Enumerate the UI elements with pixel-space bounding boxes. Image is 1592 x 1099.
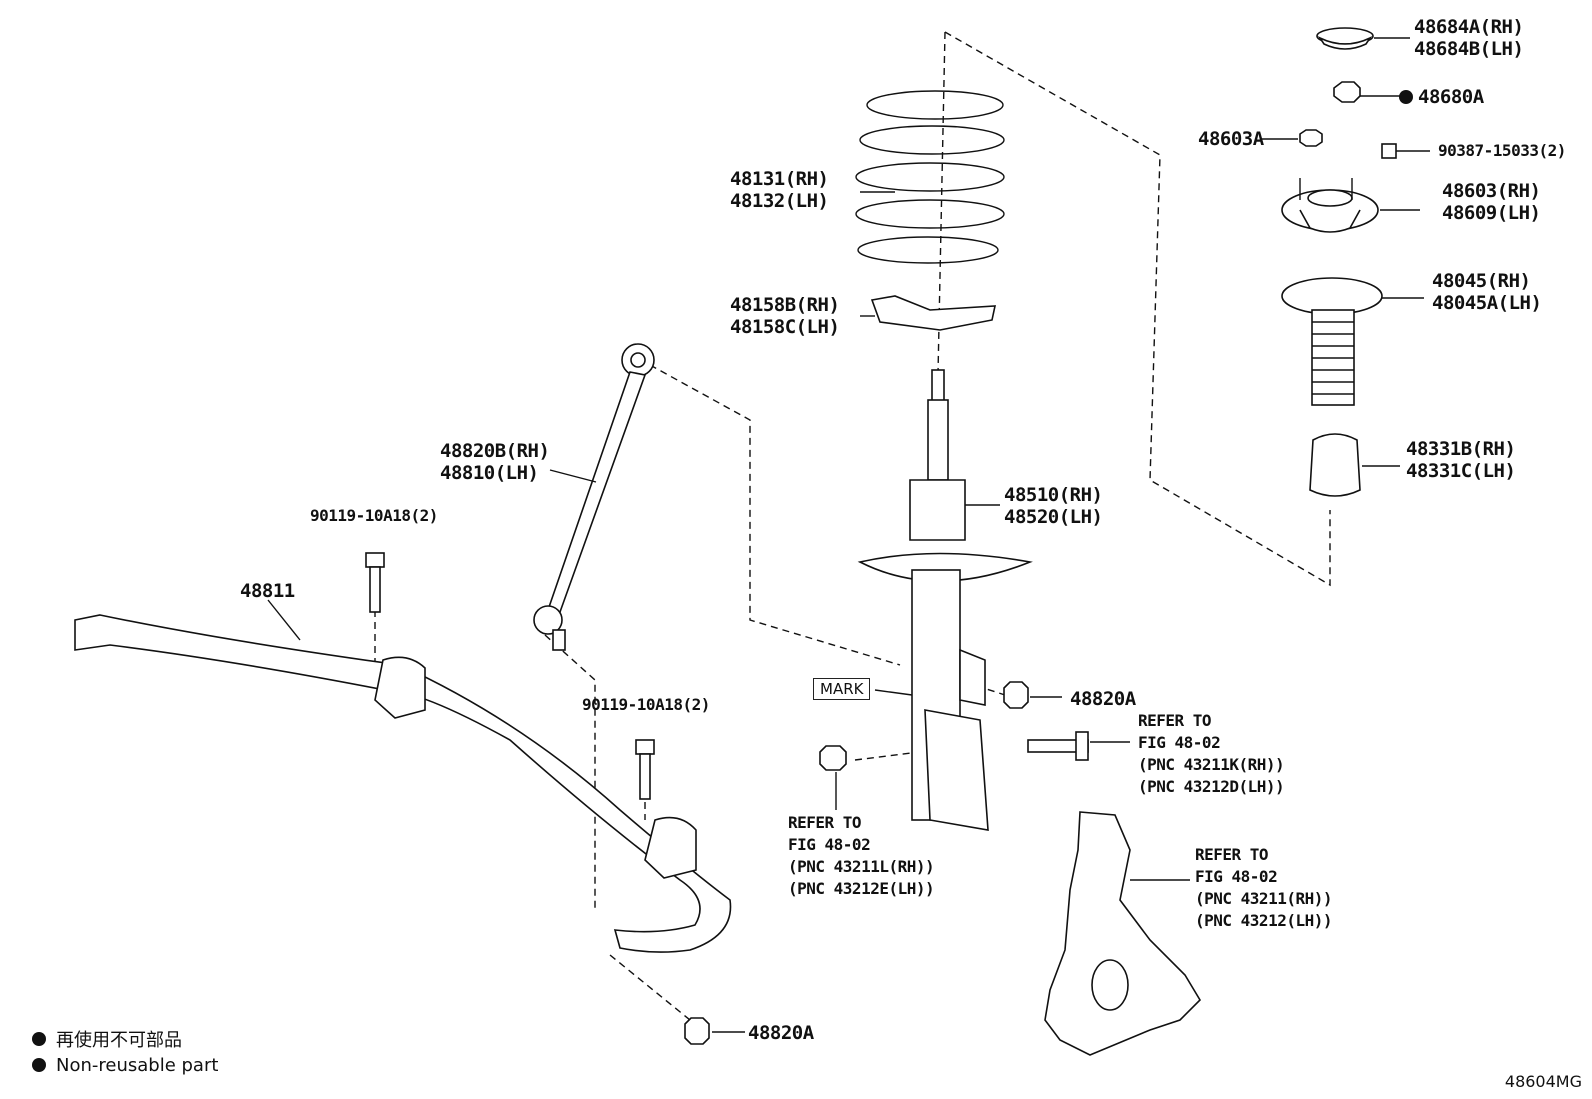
nut-48680a-part: [1333, 81, 1413, 104]
nut-48820a-strut-part: [1003, 681, 1062, 709]
bolt-lower-part: [635, 739, 655, 800]
strut-part: [857, 369, 1033, 831]
boot-part: [1281, 277, 1424, 406]
label-link: 48820B(RH) 48810(LH): [440, 440, 550, 484]
nut-bottom-part: [684, 1017, 745, 1045]
legend-row-en: Non-reusable part: [32, 1052, 218, 1078]
steering-knuckle-part: [1044, 811, 1202, 1056]
label-support: 48603(RH) 48609(LH): [1442, 180, 1541, 224]
link-dashed-line: [649, 364, 901, 666]
strut-bolt-part: [1027, 731, 1130, 761]
bumper-part: [1309, 433, 1400, 497]
nut-90387-part: [1381, 143, 1430, 159]
label-bumper: 48331B(RH) 48331C(LH): [1406, 438, 1516, 482]
label-nut-48603a: 48603A: [1198, 128, 1264, 150]
stabilizer-link-part: [533, 343, 655, 651]
mark-callout: MARK: [813, 678, 871, 700]
label-nut-link: 48820A: [1070, 688, 1136, 710]
legend-jp-text: 再使用不可部品: [56, 1030, 182, 1051]
coil-spring-part: [855, 90, 1005, 264]
legend-row-jp: 再使用不可部品: [32, 1026, 218, 1052]
bolt-upper-part: [365, 552, 385, 613]
label-insulator-cap: 48684A(RH) 48684B(LH): [1414, 16, 1524, 60]
label-bolt-upper: 90119-10A18(2): [310, 506, 438, 525]
nut-reference-part: [819, 745, 847, 810]
legend: 再使用不可部品 Non-reusable part: [32, 1026, 218, 1078]
legend-en-text: Non-reusable part: [56, 1054, 219, 1076]
label-seat: 48158B(RH) 48158C(LH): [730, 294, 840, 338]
figure-code: 48604MG: [1504, 1072, 1582, 1091]
label-boot: 48045(RH) 48045A(LH): [1432, 270, 1542, 314]
assembly-dashed-outline: [944, 31, 1331, 587]
label-refer-bolt: REFER TO FIG 48-02 (PNC 43211K(RH)) (PNC…: [1138, 711, 1285, 796]
stabilizer-bar-part: [74, 599, 732, 953]
label-bar: 48811: [240, 580, 295, 602]
label-bolt-lower: 90119-10A18(2): [582, 695, 710, 714]
support-part: [1281, 178, 1420, 233]
label-strut: 48510(RH) 48520(LH): [1004, 484, 1103, 528]
non-reusable-dot-icon: [32, 1058, 46, 1072]
label-nut-48680a: 48680A: [1418, 86, 1484, 108]
insulator-cap-part: [1316, 27, 1410, 50]
label-nut-90387: 90387-15033(2): [1438, 141, 1566, 160]
spring-seat-part: [860, 295, 997, 331]
nut-48603a-part: [1262, 129, 1323, 147]
label-spring: 48131(RH) 48132(LH): [730, 168, 829, 212]
label-refer-nut: REFER TO FIG 48-02 (PNC 43211L(RH)) (PNC…: [788, 813, 935, 898]
non-reusable-dot-icon: [32, 1032, 46, 1046]
label-nut-bottom: 48820A: [748, 1022, 814, 1044]
label-refer-knuckle: REFER TO FIG 48-02 (PNC 43211(RH)) (PNC …: [1195, 845, 1333, 930]
